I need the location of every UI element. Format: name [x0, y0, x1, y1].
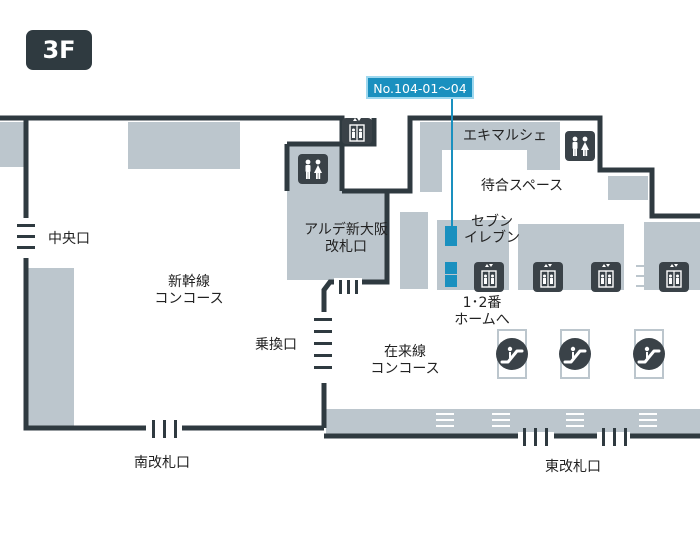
block — [128, 122, 240, 169]
shop-marker — [445, 275, 457, 287]
block — [442, 122, 560, 150]
block — [527, 150, 560, 170]
gate-east-1 — [523, 428, 548, 446]
block — [420, 122, 442, 192]
shop-marker — [445, 238, 457, 246]
floor-badge: 3F — [26, 30, 92, 70]
label-local-concourse: 在来線 — [384, 344, 426, 360]
elevator-icon — [659, 262, 689, 292]
elevator-icon — [342, 117, 372, 144]
gate-central — [17, 224, 35, 249]
elevator-icon — [533, 262, 563, 292]
shop-number-callout: No.104-01～04 — [366, 76, 474, 99]
label-arude-gate: アルデ新大阪 — [304, 221, 388, 238]
gate-arude — [339, 280, 358, 294]
ticket-gate-icon — [17, 224, 627, 446]
block — [0, 122, 26, 167]
wall — [287, 141, 345, 191]
label-ekimarche: エキマルシェ — [463, 128, 547, 144]
restroom-icon — [565, 131, 595, 161]
label-shinkansen-concourse: 新幹線 — [168, 273, 210, 290]
label-platform: 1･2番 — [463, 295, 502, 311]
label-transfer-exit: 乗換口 — [255, 337, 297, 353]
label-seven-eleven: イレブン — [464, 229, 520, 246]
label-platform: ホームへ — [454, 312, 510, 328]
stairs-icon — [433, 409, 660, 433]
block — [26, 268, 74, 428]
shop-marker — [445, 226, 457, 238]
shop-markers — [445, 98, 457, 287]
label-south-gate: 南改札口 — [134, 455, 190, 471]
shop-marker — [445, 262, 457, 274]
escalator-icon — [496, 338, 528, 370]
block — [287, 191, 387, 280]
escalator-icon — [559, 338, 591, 370]
map-labels: 中央口 新幹線 コンコース 南改札口 乗換口 アルデ新大阪 改札口 在来線 コン… — [48, 128, 601, 475]
wall — [387, 115, 700, 219]
block — [400, 212, 428, 289]
label-east-gate: 東改札口 — [545, 459, 601, 475]
elevator-icon — [474, 262, 504, 292]
label-arude-gate: 改札口 — [325, 239, 367, 255]
restroom-icon — [298, 154, 328, 184]
label-waiting-space: 待合スペース — [481, 178, 563, 194]
label-local-concourse: コンコース — [370, 361, 439, 377]
gate-east-2 — [602, 428, 627, 446]
label-seven-eleven: セブン — [471, 213, 513, 230]
elevator-icon — [591, 262, 621, 292]
gate-south — [152, 420, 177, 438]
label-central-exit: 中央口 — [48, 231, 90, 247]
wall — [23, 258, 150, 431]
block — [608, 176, 648, 200]
escalator-icon — [633, 338, 665, 370]
gate-transfer — [314, 318, 332, 369]
label-shinkansen-concourse: コンコース — [154, 291, 223, 307]
